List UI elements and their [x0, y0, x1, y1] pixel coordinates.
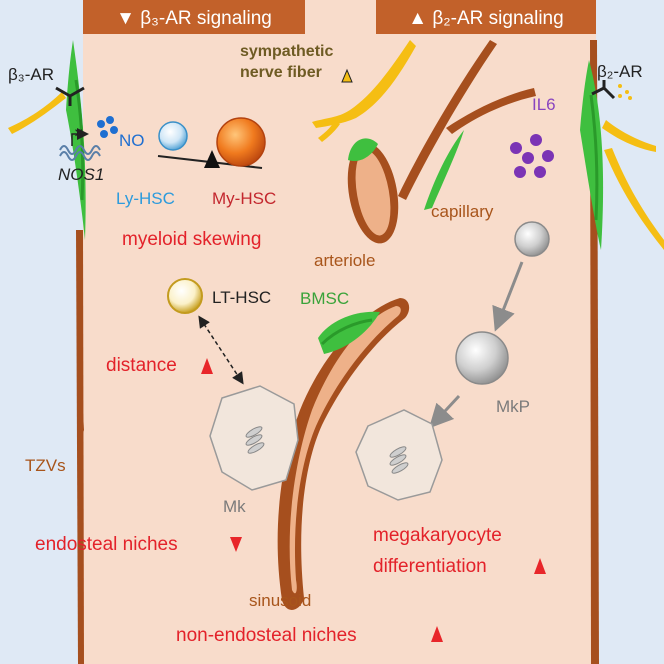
myeloid-skewing-label: myeloid skewing — [122, 229, 261, 250]
mkp-label: MkP — [496, 397, 530, 416]
nos1-label: NOS1 — [58, 165, 104, 184]
header-right-text: ▲ β₂-AR signaling — [408, 8, 563, 29]
lt-hsc-cell — [167, 278, 203, 314]
cross-mark: × — [74, 125, 83, 142]
sinusoid-vessel — [277, 298, 410, 610]
sympathetic-line2: nerve fiber — [240, 64, 322, 81]
arteriole-label: arteriole — [314, 251, 375, 270]
nos1-gene-icon — [59, 128, 101, 161]
ly-hsc-label: Ly-HSC — [116, 189, 175, 208]
mk-cell-left — [209, 385, 299, 491]
beta2-receptor-icon — [591, 80, 632, 100]
nerve-fiber-center — [312, 40, 416, 128]
nerve-fiber-left — [8, 92, 66, 134]
my-hsc-cell — [216, 117, 266, 167]
left-stromal-cell — [66, 40, 86, 240]
no-molecule-icon — [97, 116, 118, 138]
sinusoid-label: sinusoid — [249, 591, 311, 610]
non-endosteal-niches-label: non-endosteal niches — [176, 625, 357, 646]
nerve-up-triangle-icon — [341, 68, 353, 83]
mkp-upper-cell — [514, 221, 550, 257]
capillary-label: capillary — [431, 202, 494, 221]
capillary-vessel-2 — [446, 88, 536, 134]
header-left: ▼ β₃-AR signaling — [83, 0, 305, 34]
tzvs-label: TZVs — [25, 456, 66, 475]
il6-label: IL6 — [532, 95, 556, 114]
mk-label: Mk — [223, 497, 246, 516]
endosteal-niches-label: endosteal niches — [35, 534, 178, 555]
header-left-text: ▼ β₃-AR signaling — [116, 8, 272, 29]
beta3-receptor-icon — [55, 86, 85, 106]
megakaryocyte-line1: megakaryocyte — [373, 525, 502, 546]
beta2-receptor-label: β₂-AR — [597, 62, 643, 81]
sympathetic-line1: sympathetic — [240, 43, 333, 60]
header-right: ▲ β₂-AR signaling — [376, 0, 596, 34]
distance-label: distance — [106, 355, 177, 376]
gray-arrow-icon-2 — [428, 394, 461, 429]
megakaryocyte-line2: differentiation — [373, 556, 487, 577]
capillary-vessel-1 — [398, 40, 497, 200]
dashed-double-arrow-icon — [198, 315, 244, 385]
arteriole-vessel — [347, 138, 399, 244]
capillary-stromal-cell — [424, 130, 464, 210]
distance-up-triangle-icon — [201, 358, 213, 374]
endosteal-down-triangle-icon — [230, 537, 242, 552]
ly-hsc-cell — [158, 121, 188, 151]
bmsc-label: BMSC — [300, 289, 349, 308]
my-hsc-label: My-HSC — [212, 189, 276, 208]
lt-hsc-label: LT-HSC — [212, 288, 271, 307]
right-boundary-vessel — [580, 40, 604, 664]
beta3-receptor-label: β₃-AR — [8, 65, 54, 84]
non-endosteal-up-triangle-icon — [431, 626, 443, 642]
il6-dots-icon — [510, 134, 554, 178]
megakaryocyte-up-triangle-icon — [534, 558, 546, 574]
gray-arrow-icon-1 — [492, 261, 524, 332]
left-boundary-vessel — [66, 40, 86, 664]
mk-cell-right — [355, 409, 443, 501]
mkp-cell — [455, 331, 509, 385]
no-label: NO — [119, 131, 145, 150]
nerve-fiber-right — [604, 148, 664, 250]
